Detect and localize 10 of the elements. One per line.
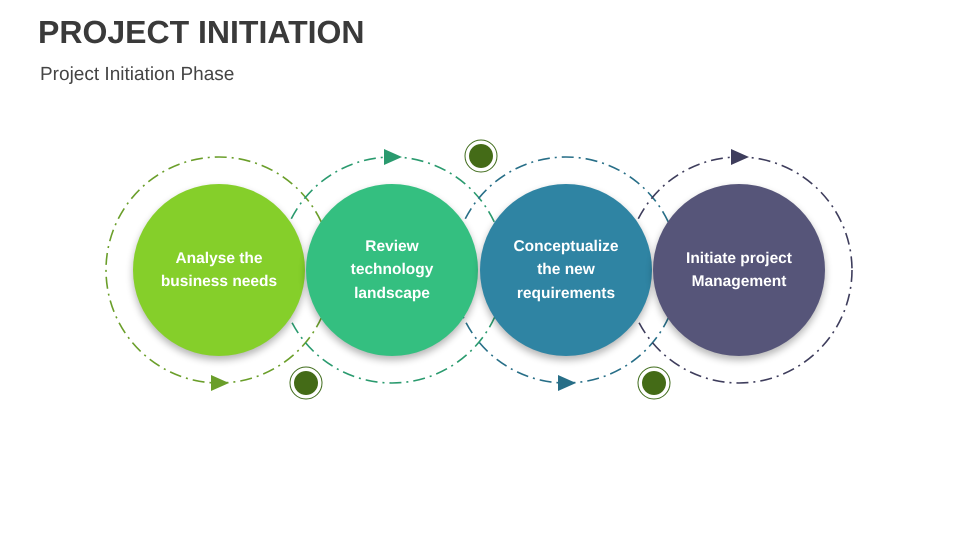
subtitle: Project Initiation Phase (40, 64, 234, 86)
step-text: Initiate project Management (685, 248, 793, 292)
title: PROJECT INITIATION (38, 14, 365, 51)
step-circle (480, 184, 652, 356)
step-circle (133, 184, 305, 356)
step-text: Conceptualize the new requirements (512, 237, 620, 304)
step-circle (653, 184, 825, 356)
step-text: Review technology landscape (350, 237, 434, 304)
step-circle (306, 184, 478, 356)
step-text: Analyse the business needs (160, 248, 278, 292)
